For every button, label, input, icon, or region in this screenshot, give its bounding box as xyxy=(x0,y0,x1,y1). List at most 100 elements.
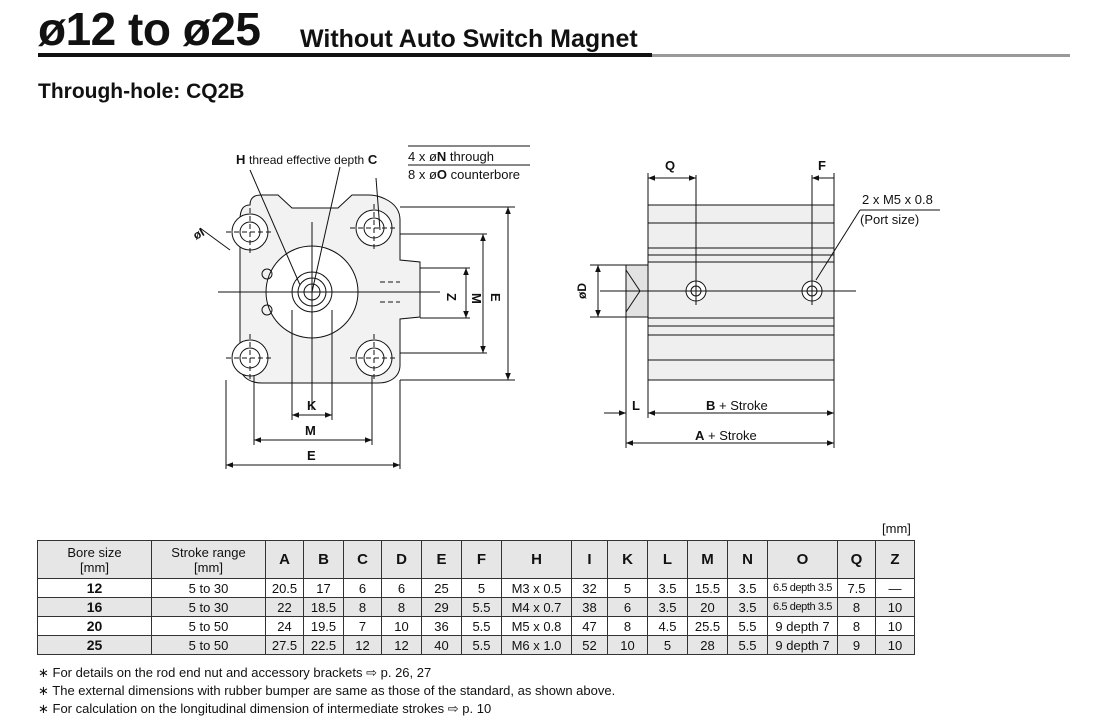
page-header: ø12 to ø25 Without Auto Switch Magnet xyxy=(38,6,1070,58)
svg-text:M: M xyxy=(305,423,316,438)
table-cell: 8 xyxy=(343,597,382,617)
table-cell: 36 xyxy=(421,616,462,636)
footnote: ∗ For calculation on the longitudinal di… xyxy=(38,701,492,716)
footnote: ∗ The external dimensions with rubber bu… xyxy=(38,683,616,698)
header-bore-size: Bore size[mm] xyxy=(37,540,152,579)
header-k: K xyxy=(607,540,648,579)
header-z: Z xyxy=(875,540,915,579)
table-cell: 5.5 xyxy=(461,616,502,636)
dimensions-table: Bore size[mm] Stroke range[mm] A B C D E… xyxy=(37,540,915,655)
svg-text:4 x øN through: 4 x øN through xyxy=(408,149,494,164)
bore-size-cell: 12 xyxy=(37,578,152,598)
table-cell: M6 x 1.0 xyxy=(501,635,572,655)
table-cell: 5.5 xyxy=(461,597,502,617)
svg-text:øI: øI xyxy=(191,225,207,242)
table-cell: 3.5 xyxy=(727,597,768,617)
table-cell: 10 xyxy=(607,635,648,655)
table-cell: 20.5 xyxy=(265,578,304,598)
dimension-drawing: H thread effective depth C 4 x øN throug… xyxy=(191,145,940,469)
table-cell: 10 xyxy=(875,616,915,636)
svg-text:A + Stroke: A + Stroke xyxy=(695,428,757,443)
table-cell: 27.5 xyxy=(265,635,304,655)
svg-text:Z: Z xyxy=(444,293,459,301)
table-cell: 9 depth 7 xyxy=(767,616,838,636)
table-cell: 3.5 xyxy=(647,578,688,598)
header-m: M xyxy=(687,540,728,579)
header-f: F xyxy=(461,540,502,579)
page-subtitle: Without Auto Switch Magnet xyxy=(300,25,638,53)
table-cell: 10 xyxy=(875,597,915,617)
table-cell: 9 xyxy=(837,635,876,655)
table-cell: 12 xyxy=(381,635,422,655)
table-cell: 8 xyxy=(837,616,876,636)
svg-text:B + Stroke: B + Stroke xyxy=(706,398,768,413)
table-cell: 40 xyxy=(421,635,462,655)
header-a: A xyxy=(265,540,304,579)
header-h: H xyxy=(501,540,572,579)
svg-text:8 x øO counterbore: 8 x øO counterbore xyxy=(408,167,520,182)
header-q: Q xyxy=(837,540,876,579)
title-rule-extension xyxy=(652,54,1070,57)
svg-text:K: K xyxy=(307,398,317,413)
footnote: ∗ For details on the rod end nut and acc… xyxy=(38,665,432,680)
table-unit: [mm] xyxy=(882,521,911,536)
table-cell: 9 depth 7 xyxy=(767,635,838,655)
table-cell: 5 to 30 xyxy=(151,578,266,598)
table-cell: 24 xyxy=(265,616,304,636)
table-cell: 17 xyxy=(303,578,344,598)
table-header-row: Bore size[mm] Stroke range[mm] A B C D E… xyxy=(37,540,915,579)
table-cell: 8 xyxy=(607,616,648,636)
table-cell: 6.5 depth 3.5 xyxy=(767,578,838,598)
table-cell: 29 xyxy=(421,597,462,617)
header-stroke-range: Stroke range[mm] xyxy=(151,540,266,579)
header-i: I xyxy=(571,540,608,579)
svg-text:2 x M5 x 0.8: 2 x M5 x 0.8 xyxy=(862,192,933,207)
bore-size-cell: 25 xyxy=(37,635,152,655)
header-d: D xyxy=(381,540,422,579)
table-cell: 6 xyxy=(607,597,648,617)
table-cell: 12 xyxy=(343,635,382,655)
svg-text:F: F xyxy=(818,158,826,173)
side-view xyxy=(590,173,940,448)
table-cell: 5 xyxy=(647,635,688,655)
table-cell: 6 xyxy=(381,578,422,598)
table-cell: 7 xyxy=(343,616,382,636)
table-cell: 5.5 xyxy=(461,635,502,655)
table-cell: 7.5 xyxy=(837,578,876,598)
table-cell: 3.5 xyxy=(727,578,768,598)
section-title: Through-hole: CQ2B xyxy=(38,80,245,103)
table-cell: 5 to 50 xyxy=(151,635,266,655)
table-cell: 10 xyxy=(875,635,915,655)
header-b: B xyxy=(303,540,344,579)
bore-size-cell: 16 xyxy=(37,597,152,617)
title-rule xyxy=(38,53,652,57)
table-cell: 8 xyxy=(381,597,422,617)
table-cell: 38 xyxy=(571,597,608,617)
header-l: L xyxy=(647,540,688,579)
side-labels: Q F 2 x M5 x 0.8 (Port size) øD L B + St… xyxy=(575,158,933,443)
table-cell: M5 x 0.8 xyxy=(501,616,572,636)
table-cell: 5 to 50 xyxy=(151,616,266,636)
page-title: ø12 to ø25 xyxy=(38,3,261,55)
header-c: C xyxy=(343,540,382,579)
table-cell: 5.5 xyxy=(727,635,768,655)
table-cell: 3.5 xyxy=(647,597,688,617)
svg-text:E: E xyxy=(307,448,316,463)
table-cell: 10 xyxy=(381,616,422,636)
svg-text:E: E xyxy=(488,293,503,302)
table-cell: M3 x 0.5 xyxy=(501,578,572,598)
svg-text:H thread effective depth C: H thread effective depth C xyxy=(236,152,378,167)
header-e: E xyxy=(421,540,462,579)
table-cell: 18.5 xyxy=(303,597,344,617)
table-cell: 5 to 30 xyxy=(151,597,266,617)
svg-text:M: M xyxy=(469,293,484,304)
table-cell: M4 x 0.7 xyxy=(501,597,572,617)
svg-text:øD: øD xyxy=(575,283,589,299)
table-cell: 6.5 depth 3.5 xyxy=(767,597,838,617)
table-cell: 52 xyxy=(571,635,608,655)
svg-text:Q: Q xyxy=(665,158,675,173)
